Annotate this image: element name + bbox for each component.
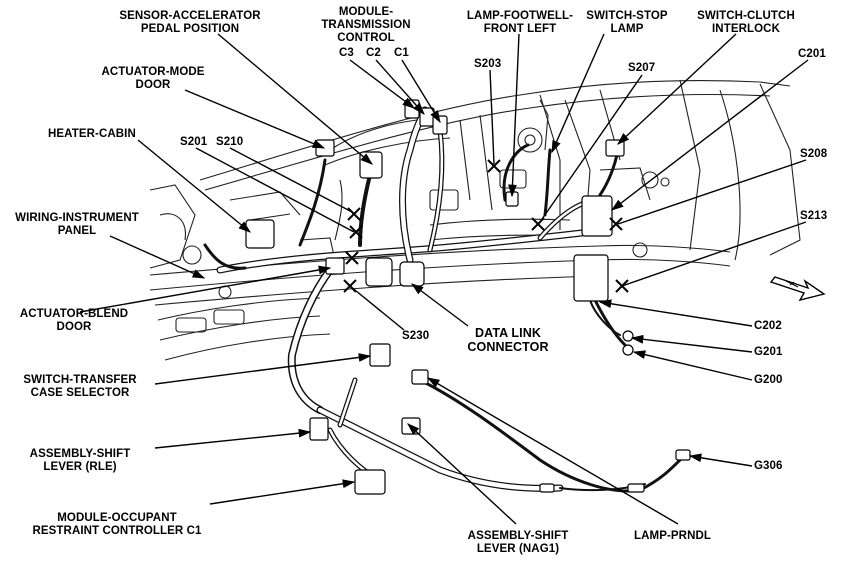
label-line: ACTUATOR-MODE [101,66,205,78]
label-line: LAMP-PRNDL [634,530,712,542]
label-line: INTERLOCK [712,23,780,35]
label-assembly-shift-nag1: ASSEMBLY-SHIFT LEVER (NAG1) [456,530,580,556]
label-c1: C1 [394,47,409,60]
label-switch-clutch: SWITCH-CLUTCH INTERLOCK [686,10,806,36]
label-s208: S208 [800,148,827,161]
label-c201: C201 [798,48,826,61]
label-wiring-instrument: WIRING-INSTRUMENT PANEL [10,212,144,238]
label-assembly-shift-rle: ASSEMBLY-SHIFT LEVER (RLE) [16,448,144,474]
label-c3: C3 [339,47,354,59]
label-line: S203 [474,58,502,70]
label-line: HEATER-CABIN [48,128,136,140]
label-lamp-prndl: LAMP-PRNDL [634,530,711,543]
label-line: G306 [754,460,783,472]
label-c202: C202 [754,320,782,333]
label-line: SENSOR-ACCELERATOR [119,10,261,22]
label-line: DATA LINK [475,326,541,340]
connector-heater [245,219,275,249]
label-line: LAMP-FOOTWELL- [466,10,574,22]
label-line: DOOR [135,79,171,91]
label-g306: G306 [754,460,783,473]
label-line: S230 [402,330,430,342]
label-data-link: DATA LINK CONNECTOR [458,326,558,354]
ground-g200 [622,344,634,356]
label-line: MODULE-OCCUPANT [57,512,177,524]
label-actuator-blend: ACTUATOR-BLEND DOOR [12,308,136,334]
label-line: WIRING-INSTRUMENT [15,212,139,224]
label-s213: S213 [800,210,827,223]
ground-g201 [622,330,634,342]
label-line: S210 [216,136,244,148]
label-line: CONNECTOR [467,340,549,354]
label-switch-transfer: SWITCH-TRANSFER CASE SELECTOR [10,374,150,400]
front-arrow-icon [769,276,826,302]
label-module-occupant: MODULE-OCCUPANT RESTRAINT CONTROLLER C1 [26,512,208,538]
label-s201: S201 [180,136,207,149]
label-s203: S203 [474,58,501,71]
connector-prndl [411,369,429,385]
label-line: S207 [628,62,656,74]
connector-clutch [605,139,625,157]
leader-lines [79,33,809,525]
label-s210: S210 [216,136,243,149]
connector-c201 [581,195,613,237]
label-line: SWITCH-STOP [586,10,668,22]
label-line: SWITCH-TRANSFER [23,374,137,386]
label-line: TRANSMISSION [321,19,411,31]
connector-g306 [675,449,691,461]
connector-mtc-c1 [432,115,448,135]
label-switch-stop: SWITCH-STOP LAMP [582,10,672,36]
label-line: SWITCH-CLUTCH [697,10,795,22]
label-s230: S230 [402,330,429,343]
connector-data-link-2 [399,261,425,287]
splice-marks [343,159,629,293]
label-line: LEVER (NAG1) [476,543,560,555]
label-line: MODULE- [338,6,394,18]
label-line: ACTUATOR-BLEND [19,308,129,320]
connector-actuator-mode [315,139,335,157]
label-line: G200 [754,374,783,386]
label-c2: C2 [366,47,381,60]
label-line: C1 [394,47,409,59]
label-line: LAMP [610,23,644,35]
connector-data-link [365,257,393,287]
label-line: CASE SELECTOR [30,387,130,399]
connector-c202 [573,254,609,302]
label-module-transmission: MODULE- TRANSMISSION CONTROL [306,6,426,45]
label-s207: S207 [628,62,655,75]
label-actuator-mode: ACTUATOR-MODE DOOR [88,66,218,92]
label-line: G201 [754,346,783,358]
label-g201: G201 [754,346,783,359]
label-line: ASSEMBLY-SHIFT [29,448,131,460]
label-line: ASSEMBLY-SHIFT [467,530,569,542]
label-line: C2 [366,47,381,59]
label-line: S208 [800,148,828,160]
wiring-harness [203,106,682,493]
label-g200: G200 [754,374,783,387]
label-line: C201 [798,48,826,60]
label-line: S201 [180,136,208,148]
label-line: FRONT LEFT [483,23,557,35]
connector-actuator-blend [325,257,345,275]
label-line: PEDAL POSITION [140,23,240,35]
connector-occupant [354,469,386,495]
connector-switch-transfer [369,343,391,367]
label-line: RESTRAINT CONTROLLER C1 [32,525,202,537]
connector-mtc-c2 [419,107,435,127]
label-line: C202 [754,320,782,332]
label-heater-cabin: HEATER-CABIN [48,128,136,141]
connector-shift-rle [309,417,329,441]
label-line: PANEL [57,225,97,237]
label-line: CONTROL [337,32,395,44]
label-line: DOOR [56,321,92,333]
label-sensor-accelerator: SENSOR-ACCELERATOR PEDAL POSITION [110,10,270,36]
connectors [245,99,691,495]
label-line: LEVER (RLE) [43,461,117,473]
label-line: S213 [800,210,828,222]
label-lamp-footwell: LAMP-FOOTWELL- FRONT LEFT [460,10,580,36]
